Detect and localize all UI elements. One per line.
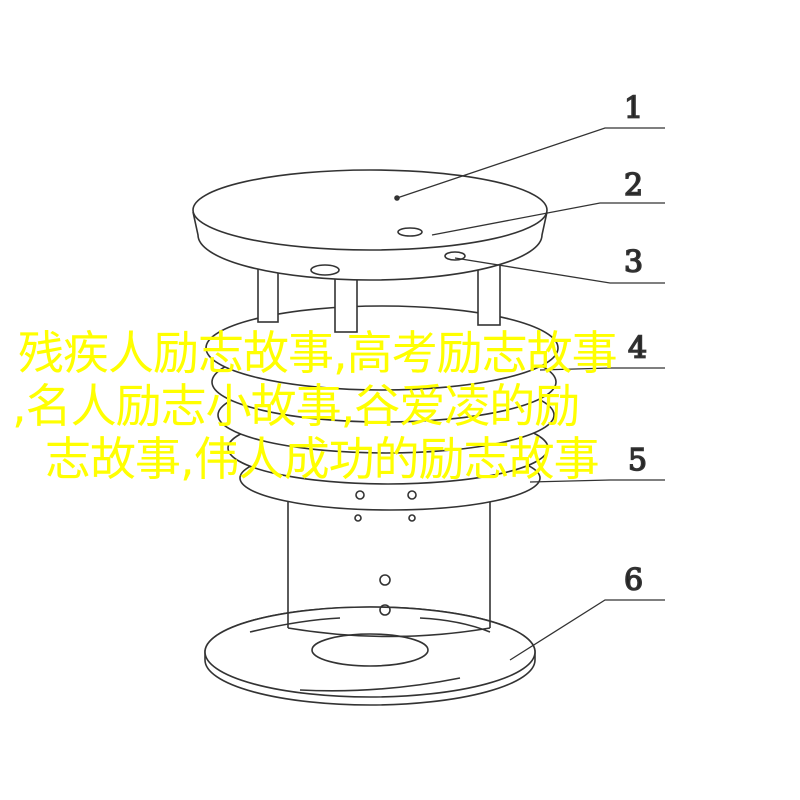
callout-4: 4 bbox=[628, 331, 647, 366]
base-plate bbox=[204, 606, 536, 706]
callout-1: 1 bbox=[624, 91, 643, 126]
louver-plates bbox=[205, 305, 559, 511]
overlay-caption-line-2: ,名人励志小故事,谷爱凌的励 bbox=[12, 379, 580, 433]
overlay-caption-line-3: 志故事,伟人成功的励志故事 bbox=[45, 432, 600, 486]
callout-3: 3 bbox=[624, 245, 643, 280]
callout-5: 5 bbox=[628, 443, 647, 478]
callout-6: 6 bbox=[624, 563, 643, 598]
overlay-caption-line-1: 残疾人励志故事,高考励志故事 bbox=[18, 326, 618, 380]
top-cover-disc bbox=[192, 169, 548, 281]
body-cylinder bbox=[287, 500, 491, 638]
callout-2: 2 bbox=[624, 168, 643, 203]
callout-leaders bbox=[396, 127, 665, 661]
